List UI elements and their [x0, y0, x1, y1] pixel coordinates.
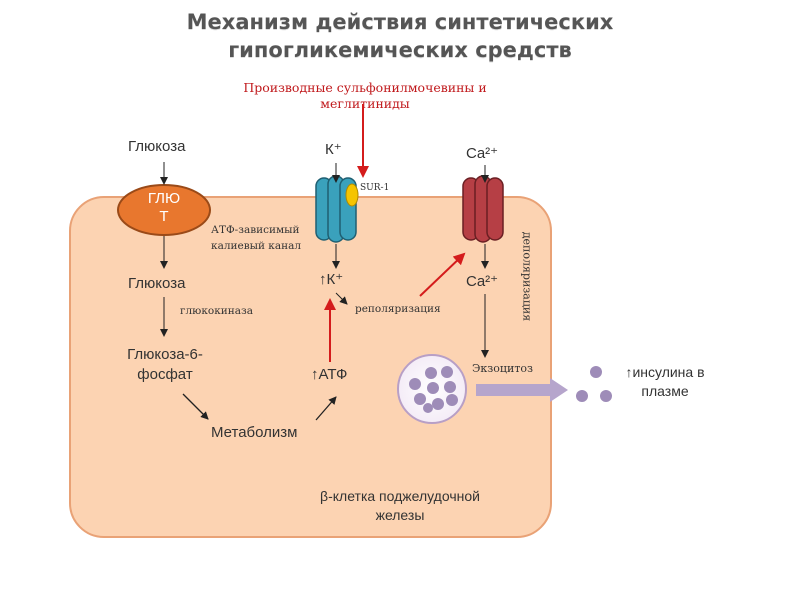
- cell-label: β-клетка поджелудочной железы: [300, 487, 500, 525]
- beta-cell: [69, 196, 552, 538]
- k-outside-label: К⁺: [325, 141, 342, 158]
- insulin-granule: [397, 354, 467, 424]
- depolarization-label: деполяризация: [520, 231, 534, 322]
- k-increase-label: ↑К⁺: [319, 271, 344, 288]
- drug-line-1: Производные сульфонилмочевины и: [243, 80, 487, 95]
- ca-channel: [462, 175, 504, 243]
- ca-inside-label: Ca²⁺: [466, 273, 499, 290]
- arrow-repolarization-to-ca: [419, 252, 466, 297]
- glucose-inside-label: Глюкоза: [128, 275, 186, 292]
- atp-increase-label: ↑АТФ: [311, 366, 348, 383]
- drug-label: Производные сульфонилмочевины и меглитин…: [215, 80, 515, 112]
- cell-line-2: железы: [375, 507, 425, 523]
- drug-line-2: меглитиниды: [320, 96, 410, 111]
- ca-outside-label: Ca²⁺: [466, 145, 499, 162]
- arrow-g6p-to-metabolism: [182, 393, 209, 420]
- g6p-label: Глюкоза-6- фосфат: [110, 345, 220, 385]
- insulin-plasma-label: ↑инсулина в плазме: [610, 363, 720, 401]
- insulin-line-1: ↑инсулина в: [625, 364, 705, 380]
- title-line-2: гипогликемических средств: [228, 38, 572, 62]
- sur1-subunit: [345, 183, 359, 207]
- g6p-line-1: Глюкоза-6-: [127, 346, 203, 363]
- title-line-1: Механизм действия синтетических: [186, 10, 614, 34]
- atp-channel-line-2: калиевый канал: [211, 240, 302, 252]
- glut-line-2: Т: [159, 208, 169, 225]
- metabolism-label: Метаболизм: [211, 424, 298, 441]
- insulin-release-arrow: [476, 378, 568, 402]
- glucokinase-label: глюкокиназа: [180, 305, 254, 317]
- sur1-label: SUR-1: [360, 183, 390, 193]
- diagram-title: Механизм действия синтетических гипоглик…: [0, 8, 800, 64]
- released-insulin: [576, 366, 612, 402]
- k-channel: [315, 175, 359, 243]
- arrow-metabolism-to-atp: [315, 396, 337, 421]
- glut-label: ГЛЮ Т: [118, 190, 210, 226]
- atp-channel-line-1: АТФ-зависимый: [211, 224, 300, 236]
- insulin-line-2: плазме: [641, 383, 689, 399]
- arrow-k-to-repolarization: [335, 292, 348, 305]
- glut-line-1: ГЛЮ: [147, 190, 181, 207]
- glut-transporter: [117, 184, 211, 236]
- glucose-outside-label: Глюкоза: [128, 138, 186, 155]
- g6p-line-2: фосфат: [137, 366, 193, 383]
- exocytosis-label: Экзоцитоз: [472, 362, 534, 375]
- repolarization-label: реполяризация: [355, 303, 441, 315]
- atp-channel-label: АТФ-зависимый калиевый канал: [211, 222, 301, 254]
- cell-line-1: β-клетка поджелудочной: [320, 488, 480, 504]
